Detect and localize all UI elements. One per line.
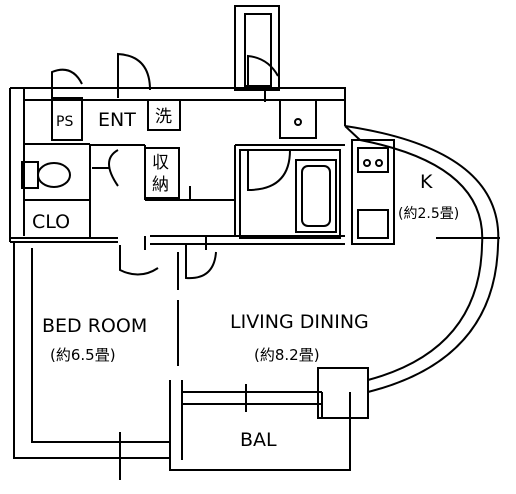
ps-box xyxy=(51,97,83,141)
kitchen-counter xyxy=(351,139,395,245)
outer-walls xyxy=(9,87,500,471)
living-area: (約8.2畳) xyxy=(254,346,320,364)
kitchen-label: K xyxy=(420,171,433,193)
interior-walls xyxy=(10,143,345,366)
bedroom-area: (約6.5畳) xyxy=(50,346,116,364)
basin xyxy=(279,99,317,139)
shaft xyxy=(234,5,280,91)
storage-label-1: 収 xyxy=(152,153,169,173)
living-label: LIVING DINING xyxy=(230,311,369,333)
storage-label-2: 納 xyxy=(152,175,169,195)
storage-box xyxy=(144,147,180,199)
closet-label: CLO xyxy=(32,211,70,233)
washer-box xyxy=(147,99,181,131)
bathroom xyxy=(239,149,341,239)
balcony-label: BAL xyxy=(240,429,277,451)
ps-label: PS xyxy=(56,114,73,130)
washer-label: 洗 xyxy=(155,107,172,127)
ent-label: ENT xyxy=(98,109,136,131)
kitchen-area: (約2.5畳) xyxy=(398,206,459,222)
doors xyxy=(51,52,279,280)
bedroom-label: BED ROOM xyxy=(42,315,147,337)
toilet xyxy=(21,161,71,189)
wall-ticks xyxy=(12,88,500,480)
